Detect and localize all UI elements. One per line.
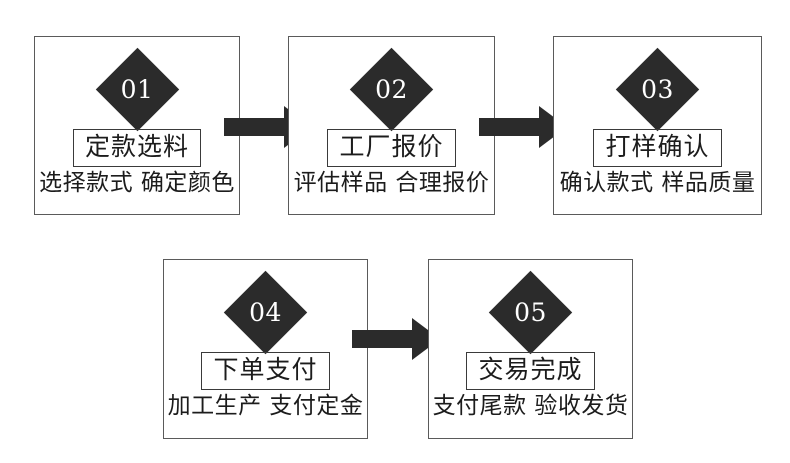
step-box-04[interactable]: 04 下单支付 加工生产 支付定金 [163,259,368,439]
step-subtitle-01: 选择款式 确定颜色 [39,170,235,196]
step-title-05: 交易完成 [466,352,595,390]
step-title-03: 打样确认 [593,129,722,167]
step-number-label-05: 05 [514,298,547,327]
step-box-03[interactable]: 03 打样确认 确认款式 样品质量 [553,36,762,215]
step-subtitle-03: 确认款式 样品质量 [559,170,756,196]
step-subtitle-02: 评估样品 合理报价 [293,170,490,196]
step-box-05[interactable]: 05 交易完成 支付尾款 验收发货 [428,259,633,439]
step-title-wrap-01: 定款选料 [35,129,239,167]
step-title-wrap-02: 工厂报价 [289,129,494,167]
step-title-wrap-05: 交易完成 [429,352,632,390]
step-number-label-03: 03 [641,75,674,104]
arrow-right-icon-04-05 [352,318,440,360]
step-title-01: 定款选料 [72,129,201,167]
step-title-04: 下单支付 [201,352,330,390]
step-title-wrap-03: 打样确认 [554,129,761,167]
step-number-label-01: 01 [120,75,154,104]
step-number-label-04: 04 [249,298,282,327]
step-subtitle-04: 加工生产 支付定金 [167,393,364,419]
step-number-label-02: 02 [375,75,408,104]
step-subtitle-05: 支付尾款 验收发货 [432,393,629,419]
arrow-right-icon-02-03 [479,106,567,148]
step-title-wrap-04: 下单支付 [164,352,367,390]
step-box-02[interactable]: 02 工厂报价 评估样品 合理报价 [288,36,495,215]
step-box-01[interactable]: 01 定款选料 选择款式 确定颜色 [34,36,240,215]
step-title-02: 工厂报价 [327,129,456,167]
